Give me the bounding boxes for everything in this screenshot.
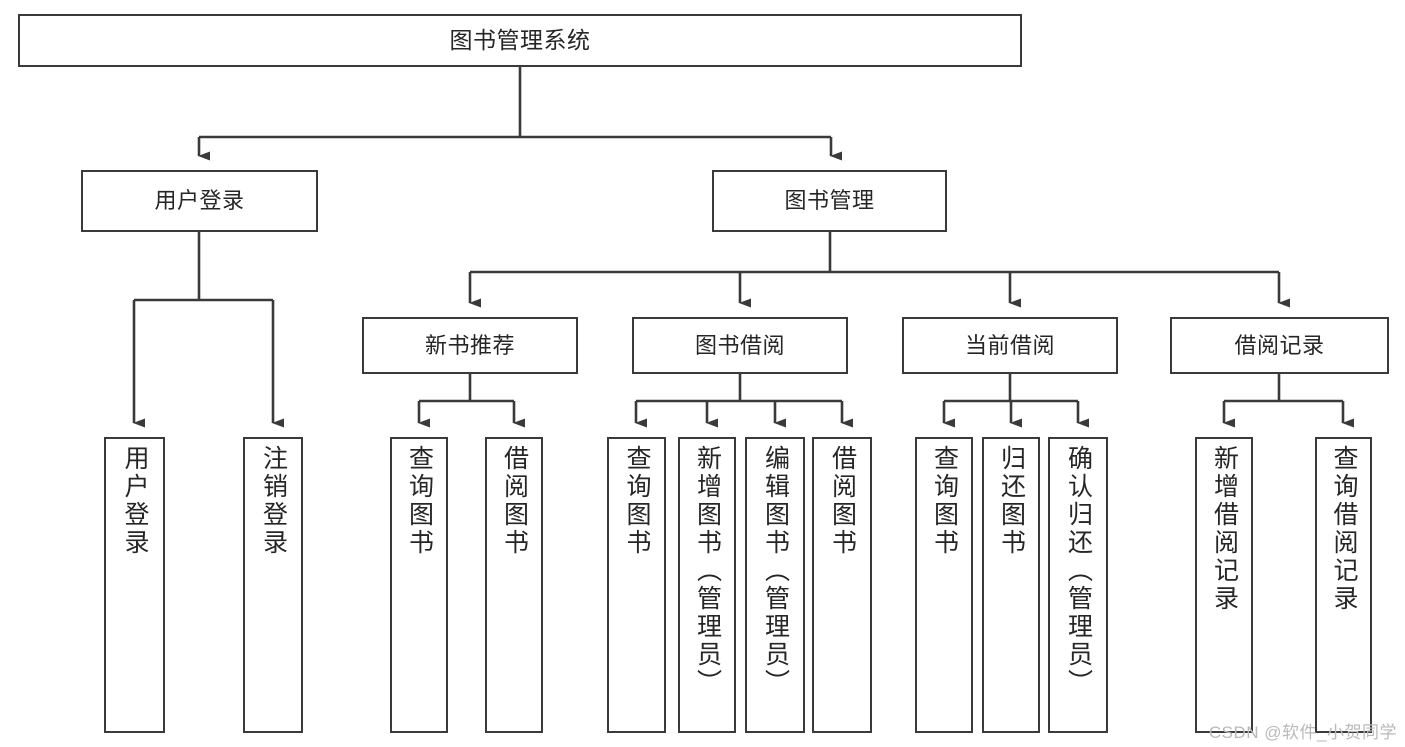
node-leaf-confirm-return[interactable]: 确认归还（管理员） [1048, 437, 1108, 733]
node-book-manage[interactable]: 图书管理 [712, 170, 947, 232]
node-leaf-add-record-label: 新增借阅记录 [1210, 445, 1239, 613]
node-new-book-recommend-label: 新书推荐 [424, 332, 515, 358]
node-leaf-add-record[interactable]: 新增借阅记录 [1195, 437, 1253, 733]
node-borrow-record[interactable]: 借阅记录 [1170, 317, 1389, 374]
node-leaf-query-book-1-label: 查询图书 [405, 445, 434, 557]
node-leaf-borrow-book-1-label: 借阅图书 [500, 445, 529, 557]
node-current-borrow-label: 当前借阅 [964, 332, 1055, 358]
node-leaf-query-book-3[interactable]: 查询图书 [915, 437, 973, 733]
node-leaf-return-book-label: 归还图书 [997, 445, 1026, 557]
node-leaf-edit-book[interactable]: 编辑图书（管理员） [745, 437, 805, 733]
edge-group-user-login [132, 232, 284, 428]
node-leaf-query-book-2-label: 查询图书 [623, 445, 651, 557]
node-leaf-borrow-book-2-label: 借阅图书 [828, 445, 857, 557]
edge-group-book-borrow [634, 374, 853, 428]
edge-group-current-borrow [942, 374, 1089, 428]
node-leaf-query-book-2[interactable]: 查询图书 [607, 437, 666, 733]
node-leaf-borrow-book-1[interactable]: 借阅图书 [485, 437, 543, 733]
node-leaf-user-logout-label: 注销登录 [259, 445, 288, 557]
csdn-watermark: CSDN @软件_小贺同学 [1208, 723, 1397, 742]
edge-group-new-book-recommend [417, 374, 525, 428]
node-book-borrow-label: 图书借阅 [694, 332, 785, 358]
node-leaf-borrow-book-2[interactable]: 借阅图书 [812, 437, 872, 733]
node-leaf-user-login[interactable]: 用户登录 [104, 437, 165, 733]
node-current-borrow[interactable]: 当前借阅 [902, 317, 1118, 374]
node-leaf-query-book-3-label: 查询图书 [930, 445, 959, 557]
node-root[interactable]: 图书管理系统 [18, 14, 1022, 67]
edge-group-borrow-record [1222, 374, 1354, 428]
node-book-borrow[interactable]: 图书借阅 [632, 317, 848, 374]
node-leaf-user-logout[interactable]: 注销登录 [243, 437, 303, 733]
node-root-label: 图书管理系统 [449, 26, 591, 53]
node-leaf-add-book-label: 新增图书（管理员） [693, 445, 722, 697]
edge-group-book-manage [468, 232, 1290, 308]
node-leaf-add-book[interactable]: 新增图书（管理员） [678, 437, 736, 733]
node-user-login-label: 用户登录 [154, 188, 245, 214]
node-book-manage-label: 图书管理 [784, 188, 875, 214]
node-leaf-return-book[interactable]: 归还图书 [982, 437, 1040, 733]
node-leaf-query-record-label: 查询借阅记录 [1330, 445, 1358, 613]
node-borrow-record-label: 借阅记录 [1234, 332, 1325, 358]
node-new-book-recommend[interactable]: 新书推荐 [362, 317, 578, 374]
node-user-login[interactable]: 用户登录 [81, 170, 318, 232]
node-leaf-edit-book-label: 编辑图书（管理员） [761, 445, 790, 697]
node-leaf-query-record[interactable]: 查询借阅记录 [1315, 437, 1372, 733]
node-leaf-confirm-return-label: 确认归还（管理员） [1064, 445, 1093, 697]
node-leaf-query-book-1[interactable]: 查询图书 [390, 437, 448, 733]
node-leaf-user-login-label: 用户登录 [121, 445, 149, 557]
edge-group-root [197, 67, 842, 161]
